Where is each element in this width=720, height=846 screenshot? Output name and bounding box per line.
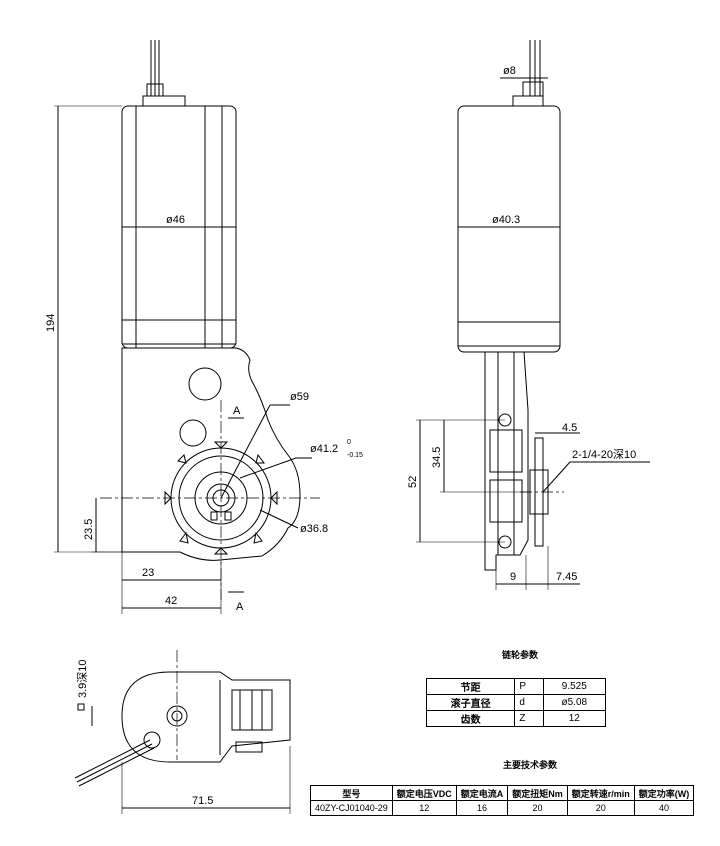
dim-dia-41-2-tol-upper: 0 bbox=[347, 439, 351, 446]
dim-3-9: 3.9深10 bbox=[76, 659, 89, 698]
table-cell: 12 bbox=[542, 710, 607, 727]
table-cell: 滚子直径 bbox=[425, 694, 516, 711]
dim-dia-46: ø46 bbox=[166, 214, 185, 226]
column-header: 额定电压VDC bbox=[391, 785, 457, 801]
dim-71-5: 71.5 bbox=[192, 795, 213, 807]
table-row: 40ZY-CJ01040-29 12 16 20 20 40 bbox=[310, 800, 695, 816]
table-row: 滚子直径 d ø5.08 bbox=[425, 694, 607, 711]
table-row: 节距 P 9.525 bbox=[425, 678, 607, 695]
table-cell: 40 bbox=[633, 800, 695, 816]
dim-dia-8: ø8 bbox=[503, 65, 516, 77]
dim-34-5: 34.5 bbox=[431, 447, 443, 468]
column-header: 额定转速r/min bbox=[566, 785, 635, 801]
table-cell: 9.525 bbox=[542, 678, 607, 695]
table-cell: Z bbox=[514, 710, 544, 727]
dim-dia-36-8: ø36.8 bbox=[300, 523, 328, 535]
dim-dia-40-3: ø40.3 bbox=[492, 214, 520, 226]
column-header: 型号 bbox=[310, 785, 393, 801]
dim-dia-41-2: ø41.2 bbox=[310, 443, 338, 455]
dim-height-total: 194 bbox=[45, 314, 57, 332]
table-cell: 节距 bbox=[425, 678, 516, 695]
column-header: 额定功率(W) bbox=[633, 785, 695, 801]
table-cell: 20 bbox=[566, 800, 635, 816]
side-view bbox=[416, 40, 650, 590]
section-marker-a-bottom: A bbox=[236, 601, 244, 613]
spec-table-title: 主要技术参数 bbox=[502, 761, 557, 771]
dim-23-5: 23.5 bbox=[83, 519, 95, 540]
dim-9: 9 bbox=[510, 571, 516, 583]
dim-4-5: 4.5 bbox=[562, 422, 577, 434]
table-row: 齿数 Z 12 bbox=[425, 710, 607, 727]
table-cell: ø5.08 bbox=[542, 694, 607, 711]
table-cell: 齿数 bbox=[425, 710, 516, 727]
table-cell: d bbox=[514, 694, 544, 711]
dim-23: 23 bbox=[142, 567, 154, 579]
column-header: 额定电流A bbox=[455, 785, 509, 801]
table-header-row: 型号 额定电压VDC 额定电流A 额定扭矩Nm 额定转速r/min 额定功率(W… bbox=[310, 785, 695, 801]
table-cell: 20 bbox=[507, 800, 568, 816]
section-marker-a-top: A bbox=[233, 405, 241, 417]
column-header: 额定扭矩Nm bbox=[507, 785, 568, 801]
bottom-view bbox=[74, 650, 291, 814]
table-cell: 12 bbox=[391, 800, 457, 816]
table-cell: 40ZY-CJ01040-29 bbox=[310, 800, 393, 816]
dim-dia-59: ø59 bbox=[290, 391, 309, 403]
table-cell: P bbox=[514, 678, 544, 695]
dim-thread: 2-1/4-20深10 bbox=[572, 448, 636, 461]
dim-42: 42 bbox=[165, 595, 177, 607]
spec-table: 型号 额定电压VDC 额定电流A 额定扭矩Nm 额定转速r/min 额定功率(W… bbox=[310, 785, 695, 816]
dim-dia-41-2-tol-lower: -0.15 bbox=[347, 452, 363, 459]
front-view bbox=[54, 40, 320, 614]
table-cell: 16 bbox=[455, 800, 509, 816]
sprocket-table: 节距 P 9.525 滚子直径 d ø5.08 齿数 Z 12 bbox=[425, 678, 607, 727]
dim-52: 52 bbox=[407, 476, 419, 488]
dim-7-45: 7.45 bbox=[556, 571, 577, 583]
sprocket-table-title: 链轮参数 bbox=[501, 651, 538, 661]
